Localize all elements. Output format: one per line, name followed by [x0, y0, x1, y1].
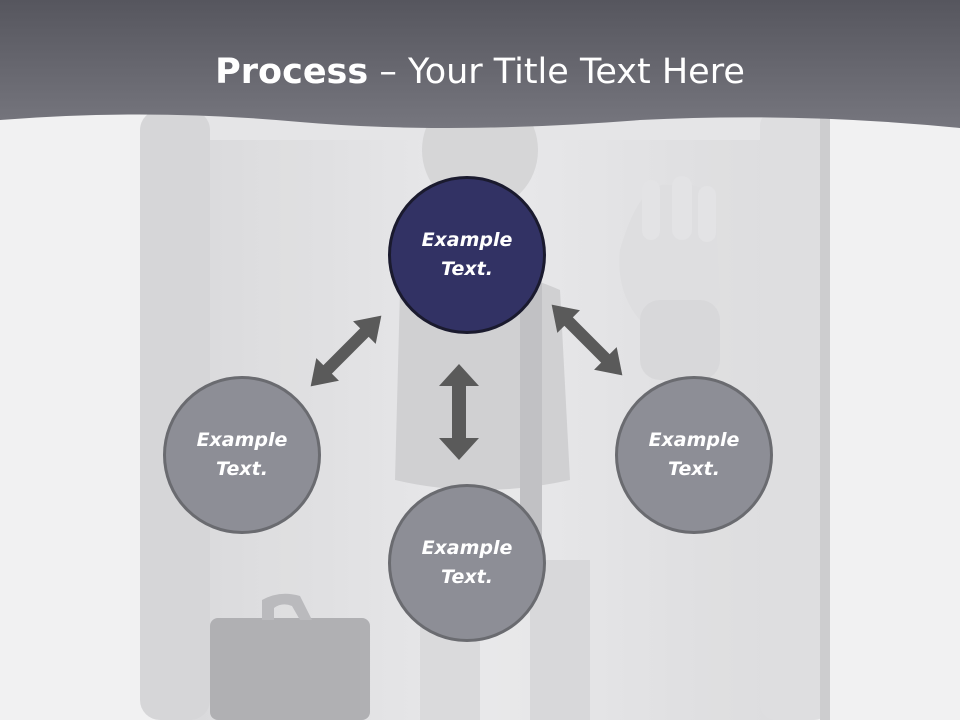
left-node: Example Text.	[163, 376, 321, 534]
slide-title: Process – Your Title Text Here	[0, 52, 960, 92]
left-node-label: Example Text.	[196, 429, 288, 480]
center-node: Example Text.	[388, 176, 546, 334]
center-node-label: Example Text.	[421, 229, 513, 280]
bottom-node: Example Text.	[388, 484, 546, 642]
title-rest: – Your Title Text Here	[368, 52, 745, 92]
double-arrow-icon	[310, 304, 623, 460]
right-node-label: Example Text.	[648, 429, 740, 480]
header-band	[0, 0, 960, 129]
bottom-node-label: Example Text.	[421, 537, 513, 588]
right-node: Example Text.	[615, 376, 773, 534]
title-bold: Process	[215, 52, 369, 92]
